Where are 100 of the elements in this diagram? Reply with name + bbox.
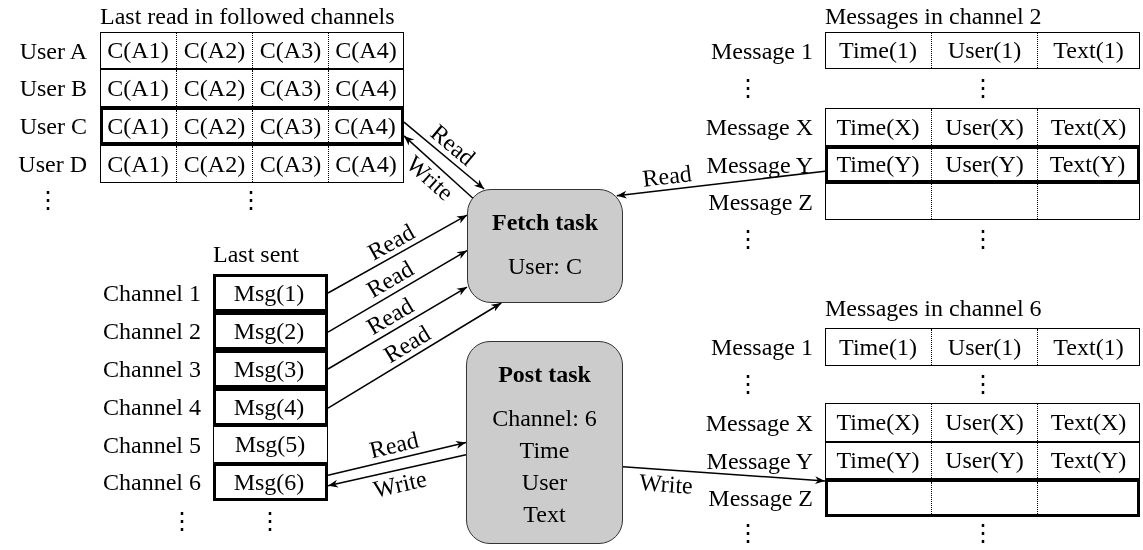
table-text: C(A1) xyxy=(106,73,170,103)
edge-label: Write xyxy=(638,471,694,497)
record-row xyxy=(100,32,404,69)
table-text: Text(1) xyxy=(1037,33,1139,68)
table-text: Text(Y) xyxy=(1037,149,1137,180)
row-label: User B xyxy=(19,74,87,102)
table-text: C(A3) xyxy=(252,70,328,106)
table-text: Time(1) xyxy=(838,332,918,362)
table-text: User(Y) xyxy=(931,149,1037,180)
table-text: Msg(3) xyxy=(232,354,306,384)
record-row xyxy=(825,183,1140,220)
arrow xyxy=(403,121,485,190)
table-text: Time(Y) xyxy=(835,150,921,179)
table-text: Msg(1) xyxy=(232,278,306,308)
table-text: Msg(4) xyxy=(232,392,306,422)
table-text: C(A2) xyxy=(176,33,252,68)
arrow xyxy=(403,135,475,200)
arrow xyxy=(327,453,467,488)
record-row xyxy=(213,388,328,426)
arrow xyxy=(616,170,826,199)
table-text: C(A2) xyxy=(176,70,252,106)
ellipsis-dots: ⋮ xyxy=(736,74,760,102)
record-row xyxy=(100,107,404,145)
table-text: C(A1) xyxy=(106,111,170,141)
task-title: Fetch task xyxy=(492,208,598,237)
table-text: C(A1) xyxy=(106,36,170,65)
row-label: Channel 5 xyxy=(103,430,201,459)
record-row xyxy=(100,69,404,107)
table-text: Time(Y) xyxy=(835,446,921,475)
task-box xyxy=(466,341,623,544)
table-text: Text(Y) xyxy=(1037,443,1139,478)
record-row xyxy=(825,146,1140,183)
record-row xyxy=(213,274,328,312)
table-text: C(A4) xyxy=(328,33,403,68)
ellipsis-dots: ⋮ xyxy=(258,507,282,535)
record-row xyxy=(825,479,1140,517)
table-text: Text(1) xyxy=(1037,329,1139,365)
task-detail: Channel: 6 xyxy=(492,404,597,433)
arrow xyxy=(327,249,468,333)
table-title: Messages in channel 2 xyxy=(825,2,1042,30)
row-label: Message X xyxy=(705,408,813,437)
ellipsis-dots: ⋮ xyxy=(736,370,760,398)
table-text: C(A4) xyxy=(328,70,403,106)
table-text: User(1) xyxy=(931,33,1037,68)
ellipsis-dots: ⋮ xyxy=(736,225,760,253)
row-label: User A xyxy=(19,36,87,65)
record-row xyxy=(825,32,1140,69)
row-label: Message 1 xyxy=(711,36,813,65)
record-row xyxy=(213,426,328,463)
table-text: C(A2) xyxy=(176,110,252,142)
table-text: Time(1) xyxy=(838,36,918,65)
record-row xyxy=(213,350,328,388)
table-text: C(A1) xyxy=(106,149,170,179)
record-row xyxy=(213,463,328,501)
task-detail: Time xyxy=(519,436,570,465)
arrow xyxy=(327,214,468,294)
task-detail: User xyxy=(521,468,568,497)
ellipsis-dots: ⋮ xyxy=(971,74,995,102)
row-label: Message 1 xyxy=(711,333,813,361)
table-text: Msg(5) xyxy=(233,430,307,459)
record-row xyxy=(825,328,1140,366)
table-text: Text(X) xyxy=(1037,109,1139,145)
record-row xyxy=(825,108,1140,146)
arrow xyxy=(327,440,467,476)
table-text: C(A3) xyxy=(252,110,328,142)
ellipsis-dots: ⋮ xyxy=(170,507,194,535)
record-row xyxy=(213,312,328,350)
table-text: C(A3) xyxy=(252,33,328,68)
edge-label: Read xyxy=(641,161,693,190)
table-text: User(Y) xyxy=(931,443,1037,478)
table-title: Last read in followed channels xyxy=(100,2,395,30)
row-label: Message Y xyxy=(706,446,813,475)
table-title: Messages in channel 6 xyxy=(825,294,1042,322)
table-text: Time(X) xyxy=(835,408,921,437)
table-title: Last sent xyxy=(213,240,299,268)
row-label: Message Z xyxy=(708,484,813,512)
row-label: Message Z xyxy=(708,187,813,216)
table-text: User(X) xyxy=(931,404,1037,441)
table-text: C(A4) xyxy=(328,146,403,182)
ellipsis-dots: ⋮ xyxy=(971,370,995,398)
table-text: Msg(2) xyxy=(232,316,306,346)
table-text: User(X) xyxy=(931,109,1037,145)
row-label: Channel 3 xyxy=(103,355,201,383)
table-text: Text(X) xyxy=(1037,404,1139,441)
row-label: Channel 6 xyxy=(103,468,201,496)
task-title: Post task xyxy=(498,360,591,389)
row-label: Message X xyxy=(705,113,813,141)
row-label: Channel 1 xyxy=(103,279,201,307)
table-text: C(A4) xyxy=(328,110,401,142)
row-label: Message Y xyxy=(706,150,813,179)
record-row xyxy=(825,403,1140,442)
ellipsis-dots: ⋮ xyxy=(971,519,995,547)
task-detail: Text xyxy=(523,500,566,529)
table-text: Time(X) xyxy=(835,112,921,142)
ellipsis-dots: ⋮ xyxy=(736,519,760,547)
arrow xyxy=(327,302,503,409)
record-row xyxy=(825,442,1140,479)
record-row xyxy=(100,145,404,183)
task-box xyxy=(467,189,623,303)
ellipsis-dots: ⋮ xyxy=(239,186,263,214)
